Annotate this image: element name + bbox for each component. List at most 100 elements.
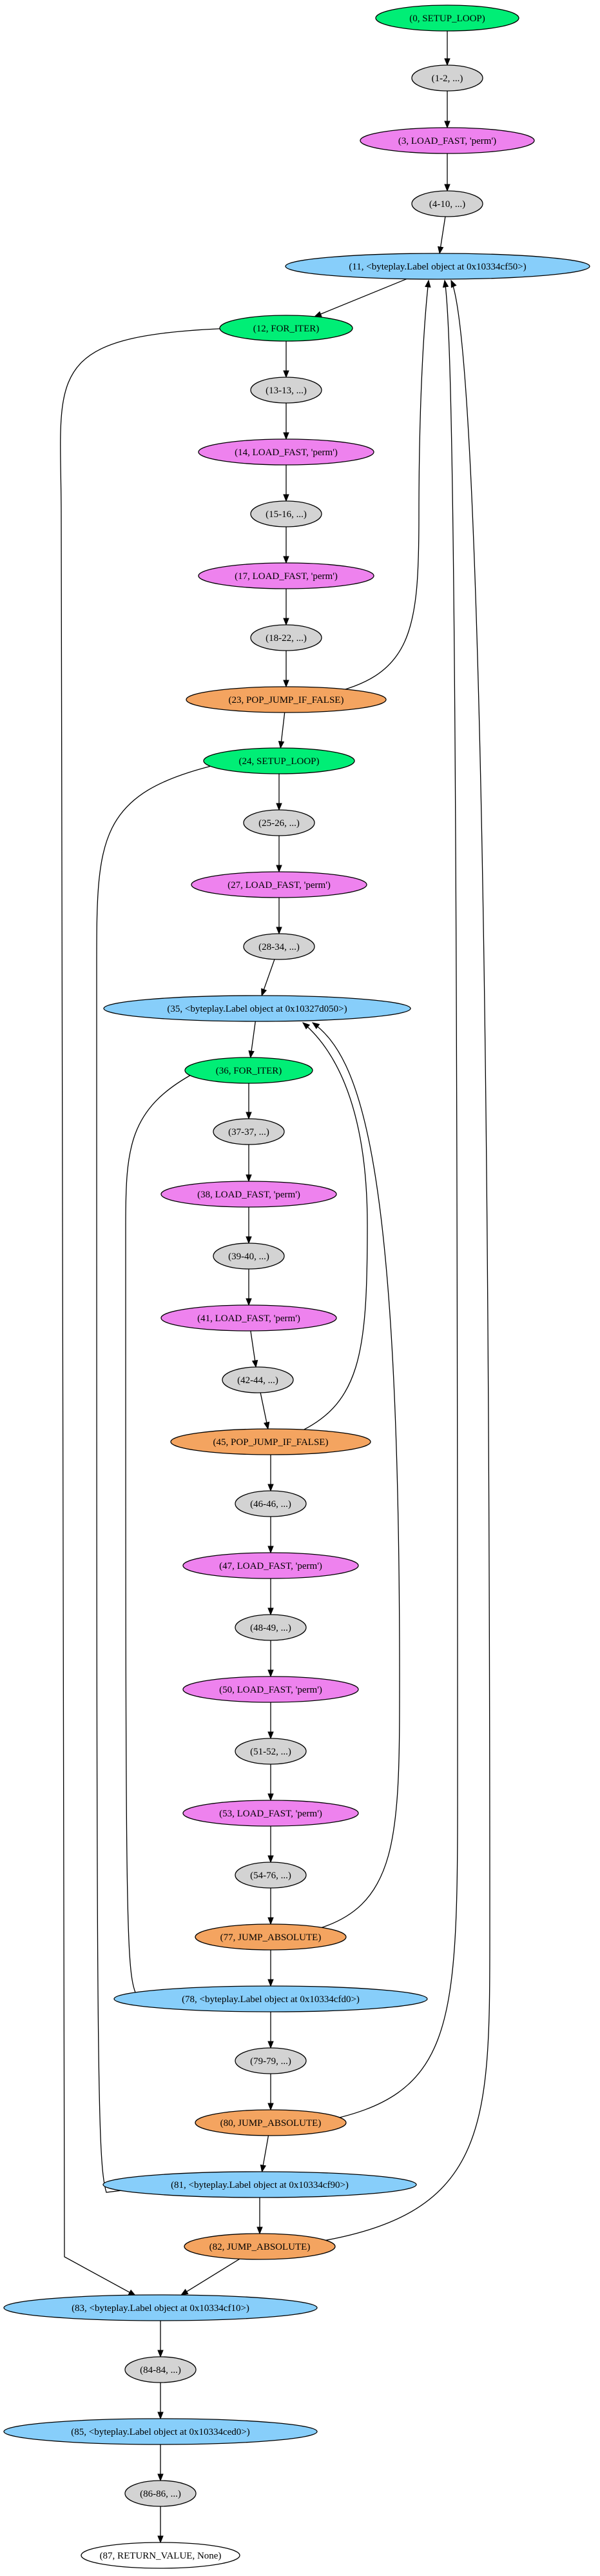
edge-arrowhead-n83-n84 bbox=[157, 2350, 164, 2358]
node-ellipse-range bbox=[235, 2047, 307, 2074]
node-ellipse-range bbox=[124, 2356, 197, 2383]
graph-node-n25: (25-26, ...) bbox=[243, 809, 315, 836]
edge-n82-to-n11 bbox=[302, 280, 490, 2245]
graph-node-n11: (11, <byteplay.Label object at 0x10334cf… bbox=[285, 253, 590, 280]
node-ellipse-range bbox=[235, 1862, 307, 1889]
graph-node-n79: (79-79, ...) bbox=[235, 2047, 307, 2074]
node-ellipse-range bbox=[235, 1490, 307, 1517]
graph-node-n51: (51-52, ...) bbox=[235, 1738, 307, 1765]
node-label: (46-46, ...) bbox=[250, 1499, 291, 1509]
node-label: (78, <byteplay.Label object at 0x10334cf… bbox=[182, 1994, 360, 2005]
node-label: (50, LOAD_FAST, 'perm') bbox=[219, 1685, 322, 1695]
node-ellipse-range bbox=[411, 190, 483, 217]
edge-n45-to-n35 bbox=[293, 1022, 368, 1435]
edge-arrowhead-n45-n46 bbox=[267, 1484, 274, 1492]
node-ellipse-label bbox=[285, 253, 590, 280]
node-ellipse-range bbox=[213, 1243, 285, 1270]
graph-node-n48: (48-49, ...) bbox=[235, 1614, 307, 1641]
node-label: (41, LOAD_FAST, 'perm') bbox=[197, 1313, 300, 1324]
edge-arrowhead-n85-n86 bbox=[157, 2473, 164, 2482]
node-ellipse-jump bbox=[186, 686, 387, 713]
node-ellipse-label bbox=[3, 2418, 318, 2445]
edge-arrowhead-n84-n85 bbox=[157, 2412, 164, 2420]
node-ellipse-range bbox=[235, 1738, 307, 1765]
graph-node-n13: (13-13, ...) bbox=[250, 377, 322, 404]
node-ellipse-range bbox=[243, 933, 315, 960]
edge-arrowhead-n77-n35 bbox=[311, 1022, 320, 1029]
node-ellipse-label bbox=[113, 1985, 428, 2012]
node-label: (87, RETURN_VALUE, None) bbox=[100, 2551, 222, 2561]
node-label: (80, JUMP_ABSOLUTE) bbox=[220, 2118, 322, 2129]
node-label: (28-34, ...) bbox=[258, 942, 300, 952]
graph-node-n81: (81, <byteplay.Label object at 0x10334cf… bbox=[102, 2171, 417, 2198]
graph-node-n50: (50, LOAD_FAST, 'perm') bbox=[182, 1676, 359, 1703]
node-label: (0, SETUP_LOOP) bbox=[409, 14, 485, 24]
node-label: (51-52, ...) bbox=[250, 1747, 291, 1757]
node-label: (35, <byteplay.Label object at 0x10327d0… bbox=[167, 1004, 347, 1014]
node-ellipse-range bbox=[250, 500, 322, 527]
edge-arrowhead-n46-n47 bbox=[267, 1546, 274, 1554]
edge-n42-to-n45 bbox=[260, 1392, 267, 1423]
node-label: (25-26, ...) bbox=[258, 818, 300, 829]
node-label: (37-37, ...) bbox=[228, 1127, 269, 1137]
node-label: (3, LOAD_FAST, 'perm') bbox=[398, 136, 496, 146]
node-ellipse-range bbox=[250, 377, 322, 404]
edge-n35-to-n36 bbox=[251, 1021, 256, 1052]
node-ellipse-label bbox=[103, 995, 411, 1022]
edge-arrowhead-n82-n11 bbox=[450, 279, 457, 288]
edge-arrowhead-n17-n18 bbox=[283, 618, 289, 626]
edge-arrowhead-n13-n14 bbox=[283, 432, 289, 440]
graph-node-n23: (23, POP_JUMP_IF_FALSE) bbox=[186, 686, 387, 713]
edge-arrowhead-n28-n35 bbox=[261, 988, 267, 997]
edge-arrowhead-n25-n27 bbox=[276, 865, 282, 873]
graph-node-n53: (53, LOAD_FAST, 'perm') bbox=[182, 1800, 359, 1827]
node-ellipse-load_fast bbox=[191, 871, 367, 898]
node-ellipse-jump bbox=[195, 1923, 347, 1951]
node-ellipse-range bbox=[222, 1366, 294, 1393]
edge-n77-to-n35 bbox=[309, 1022, 400, 1932]
edge-arrowhead-n27-n28 bbox=[276, 927, 282, 935]
node-label: (39-40, ...) bbox=[228, 1252, 269, 1262]
node-ellipse-load_fast bbox=[182, 1800, 359, 1827]
edge-arrowhead-n80-n81 bbox=[260, 2164, 267, 2173]
edge-arrowhead-n4-n11 bbox=[438, 246, 444, 255]
graph-node-n84: (84-84, ...) bbox=[124, 2356, 197, 2383]
edge-n36-to-n78 bbox=[125, 1073, 213, 2000]
edge-arrowhead-n39-n41 bbox=[246, 1298, 252, 1306]
edge-arrowhead-n38-n39 bbox=[246, 1236, 252, 1244]
node-ellipse-load_fast bbox=[360, 127, 535, 154]
node-ellipse-jump bbox=[170, 1428, 371, 1455]
node-label: (47, LOAD_FAST, 'perm') bbox=[219, 1561, 322, 1571]
node-ellipse-range bbox=[235, 1614, 307, 1641]
graph-node-n85: (85, <byteplay.Label object at 0x10334ce… bbox=[3, 2418, 318, 2445]
edge-arrowhead-n51-n53 bbox=[267, 1793, 274, 1802]
edge-n24-to-n81 bbox=[96, 763, 220, 2193]
graph-node-n27: (27, LOAD_FAST, 'perm') bbox=[191, 871, 367, 898]
graph-node-n35: (35, <byteplay.Label object at 0x10327d0… bbox=[103, 995, 411, 1022]
graph-node-n47: (47, LOAD_FAST, 'perm') bbox=[182, 1552, 359, 1579]
node-label: (18-22, ...) bbox=[266, 633, 307, 644]
node-label: (12, FOR_ITER) bbox=[253, 324, 320, 334]
graph-node-n42: (42-44, ...) bbox=[222, 1366, 294, 1393]
graph-node-n87: (87, RETURN_VALUE, None) bbox=[81, 2542, 240, 2569]
edge-arrowhead-n0-n1 bbox=[444, 58, 450, 66]
node-label: (85, <byteplay.Label object at 0x10334ce… bbox=[71, 2427, 250, 2437]
edge-arrowhead-n23-n24 bbox=[278, 741, 285, 749]
graph-node-n12: (12, FOR_ITER) bbox=[219, 315, 353, 342]
node-label: (4-10, ...) bbox=[429, 199, 465, 210]
node-label: (54-76, ...) bbox=[250, 1871, 291, 1881]
graph-node-n14: (14, LOAD_FAST, 'perm') bbox=[198, 438, 374, 466]
node-ellipse-load_fast bbox=[198, 562, 374, 589]
node-label: (79-79, ...) bbox=[250, 2056, 291, 2067]
graph-node-n37: (37-37, ...) bbox=[213, 1118, 285, 1145]
edge-arrowhead-n14-n15 bbox=[283, 494, 289, 502]
graph-node-n15: (15-16, ...) bbox=[250, 500, 322, 527]
graph-node-n41: (41, LOAD_FAST, 'perm') bbox=[160, 1304, 337, 1332]
node-ellipse-range bbox=[250, 624, 322, 651]
edge-arrowhead-n54-n77 bbox=[267, 1917, 274, 1925]
edge-n4-to-n11 bbox=[440, 216, 446, 248]
node-ellipse-return bbox=[81, 2542, 240, 2569]
edge-n23-to-n24 bbox=[280, 712, 285, 742]
edge-arrowhead-n78-n79 bbox=[267, 2041, 274, 2049]
edge-arrowhead-n41-n42 bbox=[251, 1359, 258, 1368]
